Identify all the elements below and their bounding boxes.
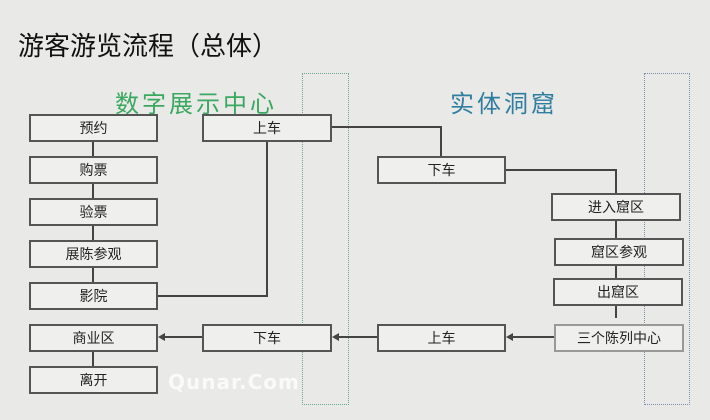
step-leave: 离开: [29, 366, 158, 394]
step-alight-bus-top: 下车: [377, 156, 506, 184]
step-exit-caves: 出窟区: [553, 278, 683, 306]
step-enter-caves: 进入窟区: [551, 193, 681, 221]
step-exhibition: 展陈参观: [29, 240, 158, 268]
step-reserve: 预约: [29, 114, 158, 142]
step-buy-ticket: 购票: [29, 156, 158, 184]
step-board-bus-top: 上车: [202, 114, 332, 142]
watermark: Qunar.Com: [168, 370, 300, 394]
step-commercial: 商业区: [29, 324, 158, 352]
step-visit-caves: 窟区参观: [554, 238, 684, 266]
step-board-bus-bottom: 上车: [377, 324, 506, 352]
page-title: 游客游览流程（总体）: [18, 32, 279, 62]
zone-digital-label: 数字展示中心: [115, 90, 277, 118]
step-check-ticket: 验票: [29, 198, 158, 226]
step-alight-bus-bottom: 下车: [202, 324, 332, 352]
zone-cave-label: 实体洞窟: [450, 90, 558, 118]
step-three-exhibition-centers: 三个陈列中心: [554, 324, 684, 352]
step-cinema: 影院: [29, 282, 158, 310]
divider-zone-1: [302, 73, 349, 405]
